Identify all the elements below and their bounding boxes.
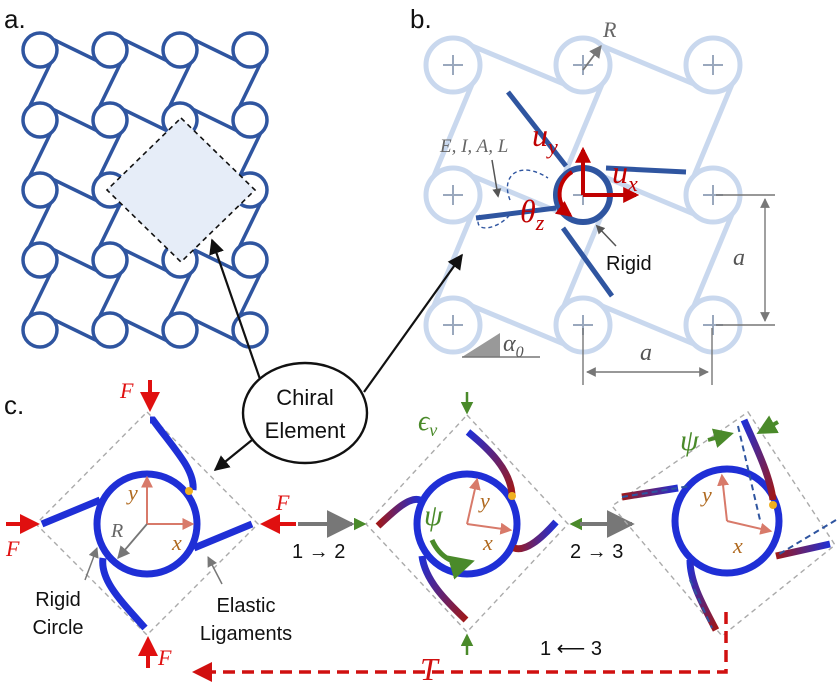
state-3-element bbox=[610, 411, 837, 637]
lattice-node bbox=[21, 31, 59, 69]
pointer-arrow-c bbox=[213, 439, 253, 471]
torque-return-path bbox=[200, 612, 728, 674]
lattice-node bbox=[21, 101, 59, 139]
lattice-node bbox=[231, 101, 269, 139]
force-left-label: F bbox=[5, 536, 20, 561]
rigid-circle-label-1: Rigid bbox=[35, 589, 81, 611]
psi-label-3: ψ bbox=[680, 424, 700, 457]
uy-label: uy bbox=[532, 117, 558, 159]
x-axis-3 bbox=[726, 520, 773, 535]
lattice-node bbox=[91, 241, 129, 279]
panel-c-label: c. bbox=[4, 390, 24, 420]
rigid-circle-label-2: Circle bbox=[32, 617, 83, 639]
alpha-wedge bbox=[462, 333, 500, 357]
panel-b-label: b. bbox=[410, 4, 432, 34]
lattice-node bbox=[161, 31, 199, 69]
callout-line-1: Chiral bbox=[276, 385, 333, 410]
force-right-label: F bbox=[275, 490, 290, 515]
lattice-node bbox=[91, 311, 129, 349]
pointer-arrow-a bbox=[209, 238, 264, 386]
elastic-ligaments-pointer bbox=[207, 556, 223, 585]
ligament-properties-label: E, I, A, L bbox=[439, 136, 508, 157]
faded-lattice bbox=[423, 35, 743, 355]
y-label-3: y bbox=[700, 482, 712, 507]
ux-label: ux bbox=[612, 154, 638, 196]
callout-line-2: Element bbox=[265, 418, 346, 443]
theta-label: θz bbox=[520, 193, 545, 235]
elastic-label-1: Elastic bbox=[217, 595, 276, 617]
radius-label-1: R bbox=[110, 520, 123, 542]
torque-label: T bbox=[420, 651, 440, 687]
lattice-node bbox=[21, 311, 59, 349]
step-label-2-3: 2 → 3 bbox=[570, 541, 623, 563]
dimension-a-horizontal: a bbox=[640, 340, 652, 366]
lattice-node bbox=[21, 171, 59, 209]
theta-arrow bbox=[554, 170, 574, 217]
x-axis-2 bbox=[466, 522, 513, 535]
panel-a-label: a. bbox=[4, 4, 26, 34]
dimension-horizontal bbox=[582, 328, 713, 385]
step-label-1-2: 1 → 2 bbox=[292, 541, 345, 563]
radius-1 bbox=[117, 523, 148, 559]
psi-label-2: ψ bbox=[424, 499, 444, 532]
rotation-arrow-2 bbox=[429, 538, 475, 580]
dimension-a-vertical: a bbox=[733, 245, 745, 271]
torque-arrowhead bbox=[192, 662, 212, 682]
radius-arrow bbox=[582, 44, 602, 71]
y-label-2: y bbox=[478, 488, 490, 513]
x-label-3: x bbox=[732, 533, 743, 558]
rigid-arrow bbox=[595, 224, 617, 247]
lattice-node bbox=[91, 101, 129, 139]
volumetric-strain-label: ϵv bbox=[418, 406, 437, 440]
lattice-node bbox=[21, 241, 59, 279]
y-label-1: y bbox=[126, 480, 138, 505]
radius-label: R bbox=[602, 17, 617, 42]
dimension-vertical bbox=[716, 194, 775, 326]
step-label-3-1: 1 ⟵ 3 bbox=[540, 638, 602, 660]
y-axis-3 bbox=[717, 473, 730, 522]
x-label-1: x bbox=[171, 530, 182, 555]
force-top-label: F bbox=[119, 378, 134, 403]
pointer-arrow-b bbox=[363, 253, 463, 393]
psi-arrow-3 bbox=[707, 428, 734, 448]
unit-cell-highlight bbox=[105, 116, 257, 264]
lattice-node bbox=[161, 311, 199, 349]
rigid-label: Rigid bbox=[606, 253, 652, 275]
x-label-2: x bbox=[482, 530, 493, 555]
alpha-label: α0 bbox=[503, 331, 524, 361]
force-bottom-label: F bbox=[157, 645, 172, 670]
y-axis-2 bbox=[466, 477, 481, 525]
properties-arrow bbox=[491, 159, 502, 198]
elastic-label-2: Ligaments bbox=[200, 623, 292, 645]
lattice-node bbox=[91, 31, 129, 69]
rigid-circle-pointer bbox=[84, 547, 99, 581]
lattice-node bbox=[231, 241, 269, 279]
chiral-element-callout bbox=[241, 361, 369, 465]
state-1-element bbox=[35, 411, 259, 636]
lattice-node bbox=[231, 31, 269, 69]
strain-arrow-3 bbox=[756, 415, 779, 434]
